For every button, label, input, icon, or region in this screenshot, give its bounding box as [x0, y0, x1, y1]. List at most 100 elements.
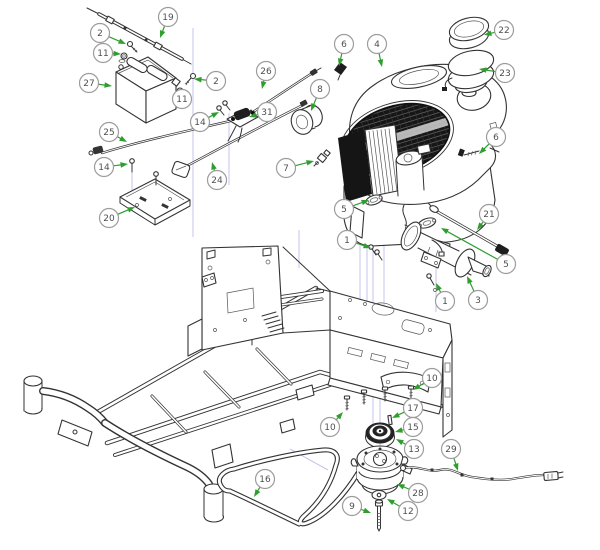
callout-24[interactable]: 24: [206, 162, 228, 191]
callout-15[interactable]: 15: [395, 416, 424, 438]
callout-balloon[interactable]: [205, 70, 227, 92]
callout-16[interactable]: 16: [254, 468, 276, 498]
callout-arrowhead-icon: [377, 59, 384, 67]
callout-balloon[interactable]: [341, 495, 363, 517]
callout-balloon[interactable]: [319, 416, 341, 438]
callout-7[interactable]: 7: [275, 157, 315, 179]
callout-arrowhead-icon: [477, 222, 484, 230]
callout-balloon[interactable]: [93, 156, 115, 178]
callout-17[interactable]: 17: [392, 397, 424, 419]
callout-balloon[interactable]: [171, 88, 193, 110]
callout-balloon[interactable]: [255, 60, 277, 82]
engine-pulley: [365, 422, 395, 448]
callout-balloon[interactable]: [254, 468, 276, 490]
callout-balloon[interactable]: [478, 203, 500, 225]
callout-9[interactable]: 9: [341, 495, 372, 517]
callout-21[interactable]: 21: [477, 203, 500, 231]
callout-balloon[interactable]: [256, 101, 278, 123]
callout-27[interactable]: 27: [78, 72, 113, 94]
callout-22[interactable]: 22: [484, 19, 515, 41]
callout-balloon[interactable]: [275, 157, 297, 179]
callout-number: 31: [261, 108, 272, 118]
callout-number: 8: [317, 85, 323, 95]
callout-balloon[interactable]: [407, 482, 429, 504]
callout-arrowhead-icon: [467, 276, 473, 284]
callout-balloon[interactable]: [495, 253, 517, 275]
callout-balloon[interactable]: [309, 78, 331, 100]
callout-11[interactable]: 11: [171, 88, 193, 110]
callout-balloon[interactable]: [467, 289, 489, 311]
callout-4[interactable]: 4: [366, 33, 388, 68]
callout-8[interactable]: 8: [309, 78, 331, 112]
callout-3[interactable]: 3: [467, 276, 489, 311]
callout-balloon[interactable]: [333, 198, 355, 220]
callout-14[interactable]: 14: [189, 111, 220, 133]
callout-balloon[interactable]: [157, 6, 179, 28]
callout-29[interactable]: 29: [440, 438, 462, 472]
callout-20[interactable]: 20: [98, 207, 136, 229]
callout-balloon[interactable]: [333, 33, 355, 55]
callout-31[interactable]: 31: [249, 101, 278, 123]
callout-arrowhead-icon: [362, 242, 371, 249]
callout-balloon[interactable]: [78, 72, 100, 94]
starter-motor: [395, 143, 432, 197]
callout-balloon[interactable]: [421, 367, 443, 389]
callout-13[interactable]: 13: [396, 438, 425, 460]
callout-balloon[interactable]: [89, 22, 111, 44]
callout-arrowhead-icon: [395, 427, 403, 433]
callout-23[interactable]: 23: [479, 62, 516, 84]
callout-number: 20: [103, 214, 115, 224]
callout-10[interactable]: 10: [413, 367, 443, 391]
clutch-bolt: [374, 499, 384, 532]
callout-balloon[interactable]: [494, 62, 516, 84]
callout-1[interactable]: 1: [434, 283, 456, 312]
callout-12[interactable]: 12: [387, 499, 419, 522]
callout-number: 29: [445, 445, 457, 455]
callout-balloon[interactable]: [98, 207, 120, 229]
callout-balloon[interactable]: [403, 438, 425, 460]
callout-25[interactable]: 25: [98, 121, 128, 143]
callout-balloon[interactable]: [493, 19, 515, 41]
callout-number: 25: [103, 128, 114, 138]
callout-14[interactable]: 14: [93, 156, 129, 178]
terminal-nut-left: [118, 52, 128, 63]
callout-1[interactable]: 1: [336, 229, 372, 251]
callout-balloon[interactable]: [434, 290, 456, 312]
callout-2[interactable]: 2: [194, 70, 227, 92]
callout-balloon[interactable]: [92, 42, 114, 64]
callout-balloon[interactable]: [206, 169, 228, 191]
callout-11[interactable]: 11: [92, 42, 122, 64]
callout-balloon[interactable]: [402, 416, 424, 438]
callout-arrowhead-icon: [160, 29, 166, 38]
callout-balloon[interactable]: [189, 111, 211, 133]
callout-balloon[interactable]: [397, 500, 419, 522]
callout-5[interactable]: 5: [441, 228, 517, 275]
callout-balloon[interactable]: [366, 33, 388, 55]
callout-arrowhead-icon: [479, 146, 487, 154]
callout-2[interactable]: 2: [89, 22, 127, 45]
battery-rod: [86, 7, 192, 65]
callout-number: 6: [341, 40, 347, 50]
oil-filter: [290, 104, 323, 135]
callout-26[interactable]: 26: [255, 60, 277, 90]
callout-5[interactable]: 5: [333, 198, 370, 220]
callout-balloon[interactable]: [98, 121, 120, 143]
spark-plug: [313, 149, 331, 167]
callout-6[interactable]: 6: [479, 126, 507, 155]
callout-arrowhead-icon: [453, 463, 459, 471]
callout-6[interactable]: 6: [333, 33, 355, 67]
callout-balloon[interactable]: [440, 438, 462, 460]
callout-arrowhead-icon: [211, 112, 219, 118]
callout-28[interactable]: 28: [397, 482, 429, 504]
exhaust-bolt-right: [426, 273, 437, 292]
callout-number: 23: [499, 69, 510, 79]
callout-balloon[interactable]: [336, 229, 358, 251]
callout-arrowhead-icon: [118, 38, 126, 44]
callout-balloon[interactable]: [485, 126, 507, 148]
callout-19[interactable]: 19: [157, 6, 179, 39]
callout-number: 12: [402, 507, 413, 517]
callout-number: 4: [374, 40, 380, 50]
callout-10[interactable]: 10: [319, 412, 344, 438]
callout-number: 3: [475, 296, 481, 306]
